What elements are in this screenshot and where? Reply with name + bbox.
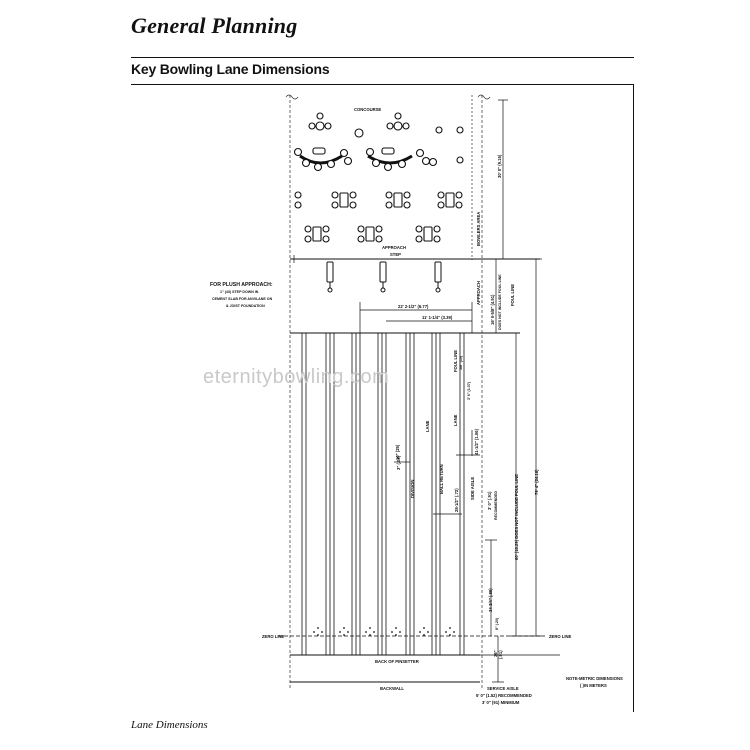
label-service-aisle: SERVICE AISLE [487, 686, 519, 691]
label-foul-line-top: FOUL LINE [510, 284, 515, 306]
label-plush-line-3: & JOIST FOUNDATION [226, 304, 265, 308]
label-lane-2: LANE [453, 414, 458, 426]
dim-36-sub: (.91) [498, 650, 503, 659]
boundary-lines [285, 94, 491, 690]
drawing-frame [131, 84, 634, 712]
label-bowlers-area: BOWLERS AREA [476, 212, 481, 246]
label-back-of-pinsetter: BACK OF PINSETTER [375, 659, 419, 664]
label-plush-title: FOR PLUSH APPROACH: [210, 282, 273, 288]
figure-caption: Lane Dimensions [131, 719, 208, 731]
dim-16-note: DOES NOT INCLUDE FOUL LINE [498, 274, 502, 330]
dim-28: 28-1/2" (.72) [454, 488, 459, 512]
label-division: DIVISION [410, 480, 415, 498]
section-title: Key Bowling Lane Dimensions [131, 61, 330, 77]
dim-foul-line: 3/8" (10) [459, 355, 463, 370]
label-side-aisle: SIDE AISLE [470, 477, 475, 500]
label-metric-note-1: NOTE-METRIC DIMENSIONS [566, 676, 623, 681]
watermark: eternitybowling.com [203, 366, 389, 388]
label-service-minimum: 3' 0" (91) MINIMUM [482, 700, 520, 705]
lane-lines [301, 333, 465, 655]
label-lane: LANE [425, 420, 430, 432]
dim-60: 60' (18.29) DOES NOT INCLUDE FOUL LINE [514, 474, 519, 560]
dim-3-0-note: RECOMMENDED [494, 491, 498, 520]
label-metric-note-2: ( )IN METERS [580, 683, 607, 688]
label-service-recommended: 5' 0" (1.52) RECOMMENDED [476, 693, 532, 698]
dimension-lines [359, 99, 542, 683]
label-plush-line-2: CEMENT SLAB FOR ANVILANE ON [212, 297, 273, 301]
dim-36: 36" [493, 650, 498, 657]
dim-3-0: 3' 0" (.91) [487, 491, 492, 510]
drawing-labels: CONCOURSE BOWLERS AREA APPROACH STEP APP… [210, 107, 623, 705]
dim-41: 41-1/2" (1.06) [474, 428, 479, 455]
dim-79: 79' 4" (24.18) [534, 469, 539, 495]
dim-3: 3" (.08) [396, 455, 401, 470]
page-title: General Planning [131, 13, 298, 38]
label-foul-line-lane: FOUL LINE [453, 350, 458, 372]
bowler-tables [294, 191, 463, 243]
pin-decks [313, 627, 455, 636]
ball-return-hoods [326, 261, 442, 293]
concourse-furniture [293, 112, 464, 172]
dim-42: 3' 6" (1.07) [467, 381, 471, 400]
dim-34: 34-3/4" (.88) [488, 588, 493, 612]
dim-8: 8" (.20) [495, 617, 499, 630]
dim-22: 22' 2-1/2" (6.77) [398, 304, 429, 309]
label-zero-line-left: ZERO LINE [262, 634, 285, 639]
dim-16: 16' 0-5/8" (4.91) [490, 294, 495, 325]
label-approach-step-2: STEP [390, 252, 401, 257]
label-approach-step-1: APPROACH [382, 245, 406, 250]
dim-11: 11' 1-1/4" (3.39) [422, 315, 453, 320]
dim-30: 30' 0" (9.15) [497, 154, 502, 178]
end-lines [278, 635, 560, 683]
label-zero-line-right: ZERO LINE [549, 634, 572, 639]
dim-10: 10" (25) [395, 444, 400, 460]
label-ball-return: BALL RETURN [439, 464, 444, 494]
title-rule [131, 57, 634, 58]
label-plush-line-1: 1" (43) STEP DOWN IN [220, 290, 259, 294]
label-approach: APPROACH [476, 281, 481, 305]
label-concourse: CONCOURSE [354, 107, 381, 112]
label-backwall: BACKWALL [380, 686, 404, 691]
